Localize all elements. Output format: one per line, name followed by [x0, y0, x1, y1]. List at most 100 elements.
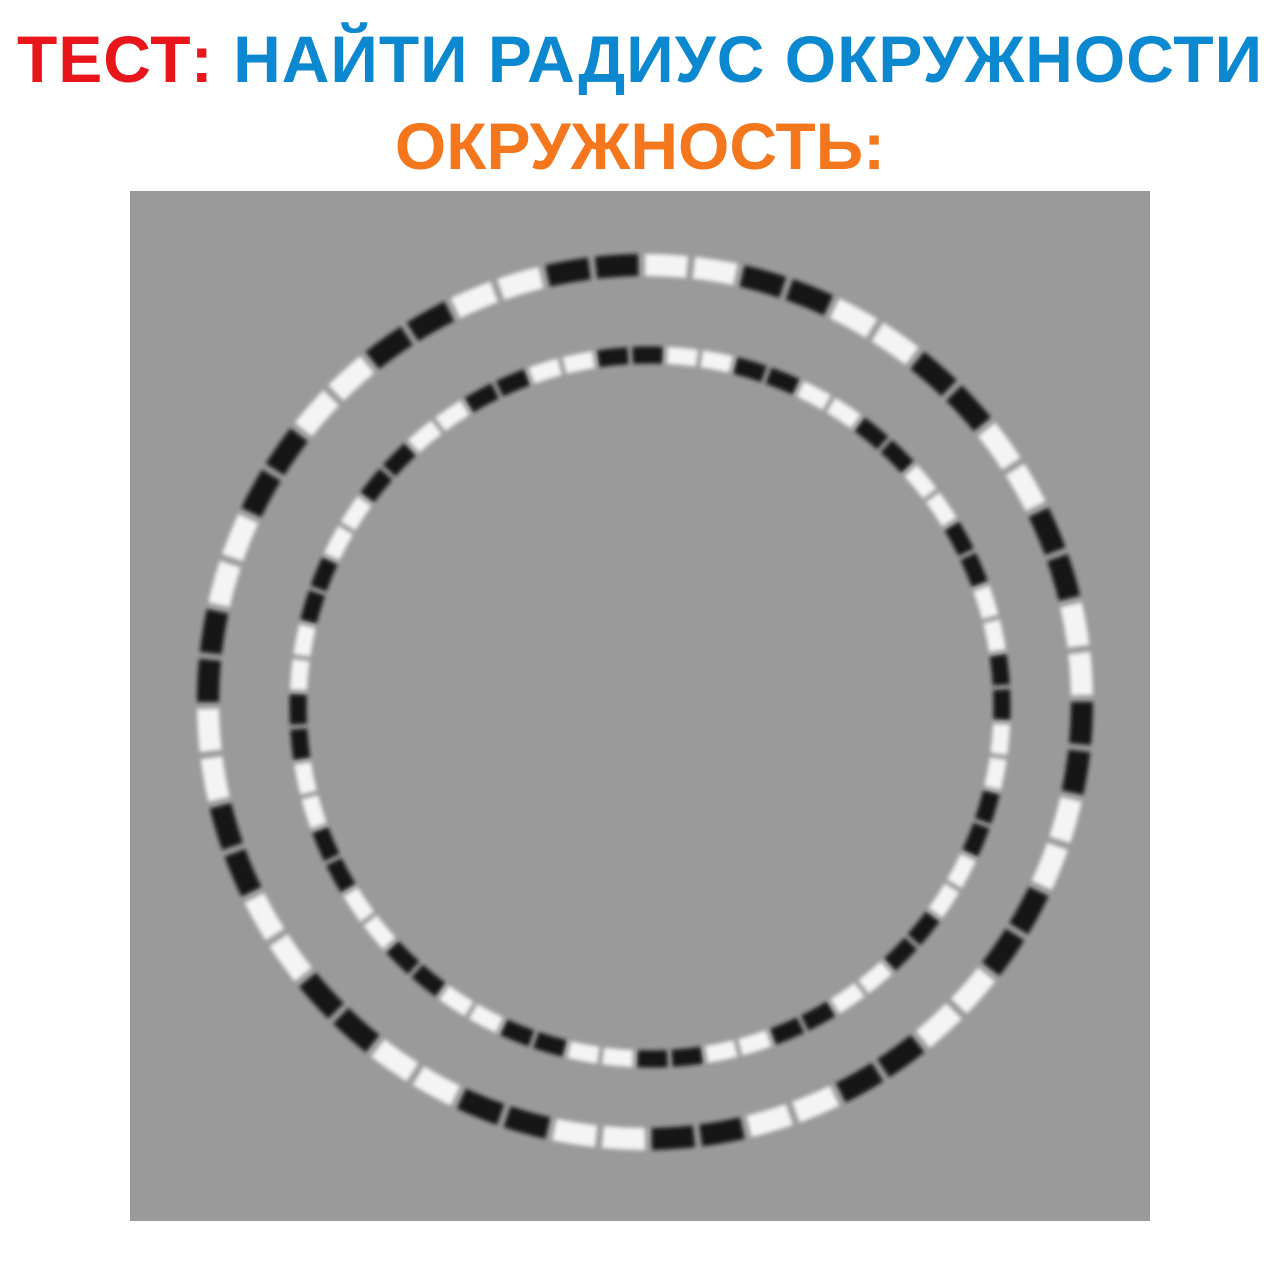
outer-ring-dash-dark	[365, 326, 413, 369]
inner-ring-dash-light	[830, 982, 865, 1014]
inner-ring-dash-light	[796, 381, 832, 411]
inner-ring-dash-dark	[386, 941, 420, 975]
outer-ring-dash-light	[450, 281, 499, 319]
inner-ring-dash-dark	[854, 417, 889, 450]
outer-ring-dash-dark	[785, 279, 834, 316]
task-text: НАЙТИ РАДИУС ОКРУЖНОСТИ	[233, 22, 1264, 96]
inner-ring-dash-dark	[974, 790, 1000, 824]
inner-ring-dash-dark	[300, 590, 326, 624]
inner-ring-dash-light	[602, 1047, 634, 1068]
inner-ring-dash-light	[340, 496, 372, 531]
outer-ring-dash-light	[200, 756, 230, 802]
inner-ring-dash-dark	[597, 347, 629, 368]
outer-ring-dash-dark	[699, 1117, 745, 1147]
outer-ring-dash-dark	[594, 254, 639, 279]
outer-ring-dash-light	[1068, 651, 1093, 696]
inner-ring-dash-dark	[907, 911, 940, 946]
inner-ring	[289, 346, 1011, 1068]
outer-ring-dash-dark	[982, 928, 1025, 976]
outer-ring-dash-light	[269, 934, 312, 982]
test-word: ТЕСТ:	[16, 22, 214, 96]
inner-ring-dash-dark	[884, 937, 918, 971]
inner-ring-dash-dark	[495, 369, 530, 397]
inner-ring-dash-dark	[770, 1017, 805, 1045]
outer-ring-dash-light	[692, 256, 738, 286]
inner-ring-dash-light	[439, 985, 474, 1017]
outer-ring-dash-light	[1049, 796, 1082, 844]
inner-ring-dash-dark	[733, 357, 767, 383]
outer-ring-dash-light	[412, 1066, 461, 1106]
outer-ring-dash-light	[978, 422, 1021, 470]
inner-ring-dash-light	[990, 723, 1011, 755]
inner-ring-dash-dark	[500, 1019, 535, 1047]
inner-ring-dash-light	[737, 1030, 772, 1056]
outer-ring	[196, 253, 1094, 1151]
outer-ring-dash-dark	[333, 1007, 380, 1053]
outer-ring-dash-dark	[1009, 886, 1049, 935]
inner-ring-dash-light	[435, 400, 470, 432]
circle-label-text: ОКРУЖНОСТЬ:	[394, 109, 886, 183]
inner-ring-dash-light	[826, 397, 861, 429]
inner-ring-dash-dark	[989, 654, 1010, 686]
outer-ring-dash-light	[552, 1118, 598, 1148]
inner-ring-dash-dark	[326, 858, 356, 893]
inner-ring-dash-light	[468, 1003, 504, 1033]
inner-ring-dash-light	[705, 1040, 738, 1063]
outer-ring-dash-light	[197, 708, 222, 753]
page-title: ТЕСТ: НАЙТИ РАДИУС ОКРУЖНОСТИ	[0, 26, 1280, 92]
inner-ring-dash-light	[289, 659, 310, 691]
inner-ring-dash-light	[301, 794, 327, 829]
inner-ring-dash-dark	[310, 557, 338, 592]
outer-ring-dash-dark	[1028, 507, 1066, 556]
outer-ring-dash-dark	[1061, 749, 1091, 795]
outer-ring-dash-dark	[503, 1106, 551, 1139]
inner-ring-dash-light	[567, 1041, 600, 1064]
outer-ring-dash-dark	[946, 385, 991, 432]
outer-ring-dash-dark	[910, 351, 957, 397]
inner-ring-dash-light	[946, 853, 976, 889]
circle-label: ОКРУЖНОСТЬ:	[0, 113, 1280, 179]
outer-ring-dash-light	[1005, 463, 1046, 512]
inner-ring-dash-light	[925, 492, 957, 527]
inner-ring-dash-dark	[960, 552, 988, 587]
outer-ring-dash-dark	[299, 972, 344, 1019]
outer-ring-dash-light	[1060, 602, 1090, 648]
outer-ring-dash-light	[915, 1003, 962, 1048]
outer-ring-dash-light	[829, 298, 878, 338]
outer-ring-dash-dark	[835, 1062, 884, 1103]
outer-ring-dash-light	[1031, 842, 1068, 891]
outer-ring-dash-light	[208, 560, 241, 608]
outer-ring-dash-dark	[739, 265, 787, 298]
inner-ring-dash-light	[324, 525, 354, 561]
inner-ring-dash-light	[983, 619, 1006, 652]
outer-ring-dash-dark	[1047, 554, 1081, 601]
outer-ring-dash-dark	[545, 257, 591, 287]
outer-ring-dash-light	[328, 356, 375, 401]
inner-ring-dash-dark	[411, 964, 446, 997]
inner-ring-dash-light	[407, 420, 442, 453]
outer-ring-dash-light	[222, 513, 259, 562]
outer-ring-dash-light	[294, 390, 340, 437]
outer-ring-dash-dark	[196, 658, 221, 703]
inner-ring-dash-dark	[765, 367, 800, 395]
outer-ring-dash-light	[601, 1126, 646, 1151]
inner-ring-dash-light	[343, 887, 375, 922]
outer-ring-dash-dark	[456, 1088, 505, 1125]
illusion-image	[130, 191, 1150, 1221]
inner-ring-dash-light	[928, 883, 960, 918]
inner-ring-dash-light	[293, 624, 316, 657]
outer-ring-dash-dark	[224, 848, 262, 897]
outer-ring-dash-dark	[406, 301, 455, 342]
outer-ring-dash-dark	[1069, 701, 1094, 746]
inner-ring-dash-light	[984, 757, 1007, 790]
inner-ring-dash-light	[528, 358, 563, 384]
inner-ring-dash-light	[904, 464, 937, 499]
inner-ring-dash-dark	[880, 439, 914, 473]
inner-ring-dash-dark	[360, 468, 393, 503]
outer-ring-dash-dark	[265, 428, 308, 476]
outer-ring-dash-light	[791, 1085, 840, 1123]
inner-ring-dash-light	[700, 350, 733, 373]
illusion-panel	[130, 191, 1150, 1221]
inner-ring-dash-dark	[801, 1001, 836, 1031]
